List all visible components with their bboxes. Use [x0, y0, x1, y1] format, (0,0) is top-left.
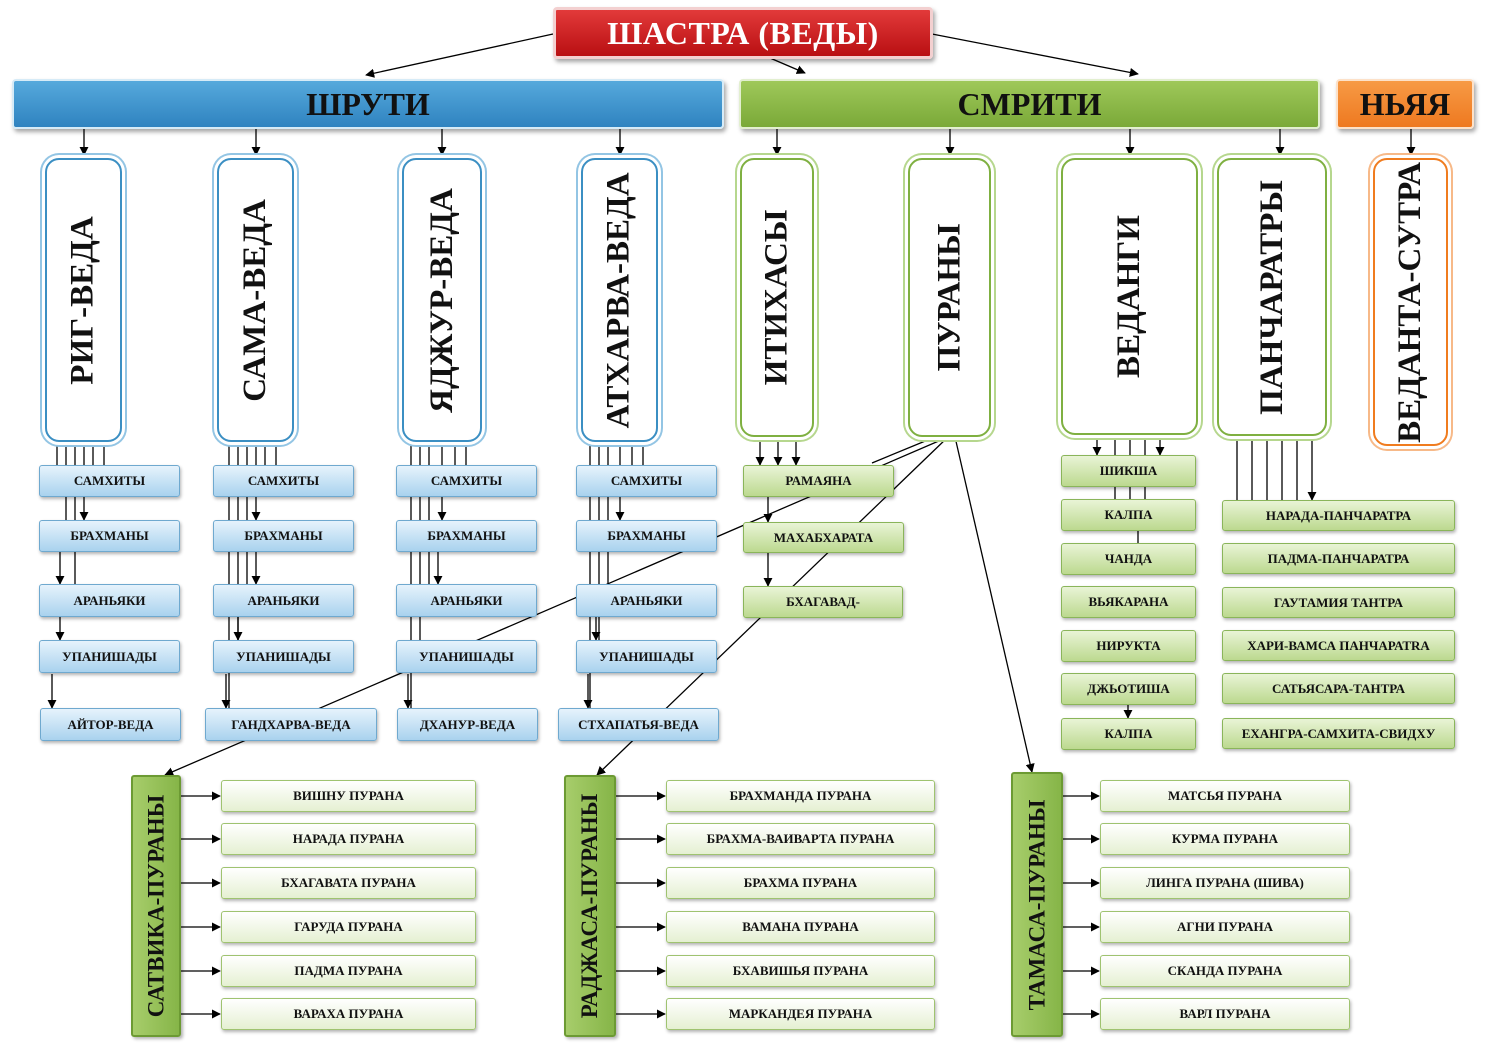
upaveda-sthapatya: СТХАПАТЬЯ-ВЕДА [558, 708, 719, 741]
pancharatra-padma: ПАДМА-ПАНЧАРАТРА [1222, 543, 1455, 574]
purana-rajasa-item: БХАВИШЬЯ ПУРАНА [666, 955, 935, 987]
veda-sama-label: САМА-ВЕДА [237, 198, 274, 402]
tamasa-label: ТАМАСА-ПУРАНЫ [1024, 799, 1049, 1010]
atharva-samhity: САМХИТЫ [576, 465, 717, 497]
veda-atharva: АТХАРВА-ВЕДА [581, 158, 658, 442]
purana-tamasa-item: СКАНДА ПУРАНА [1100, 955, 1350, 987]
pancharatras-label: ПАНЧАРАТРЫ [1253, 179, 1290, 415]
purana-rajasa-item: МАРКАНДЕЯ ПУРАНА [666, 998, 935, 1030]
purana-satvika-item: ПАДМА ПУРАНА [221, 955, 476, 987]
upaveda-gandharva: ГАНДХАРВА-ВЕДА [205, 708, 377, 741]
vedanga-vyakarana: ВЬЯКАРАНА [1061, 586, 1196, 618]
pancharatra-harivamsa: ХАРИ-ВАМСА ПАНЧАРАТRA [1222, 630, 1455, 661]
root-shastra: ШАСТРА (ВЕДЫ) [553, 7, 933, 59]
yajur-brahmany: БРАХМАНЫ [396, 520, 537, 552]
section-smriti: СМРИТИ [739, 79, 1320, 129]
section-shruti: ШРУТИ [12, 79, 724, 129]
vedanga-kalpa: КАЛПА [1061, 499, 1196, 531]
purana-rajasa-item: ВАМАНА ПУРАНА [666, 911, 935, 943]
veda-atharva-label: АТХАРВА-ВЕДА [601, 171, 638, 429]
itihasa-bhagavad: БХАГАВАД- [743, 586, 903, 618]
rajasa-label: РАДЖАСА-ПУРАНЫ [577, 793, 603, 1019]
purana-satvika-item: ВАРАХА ПУРАНА [221, 998, 476, 1030]
vedanga-kalpa-2: КАЛПА [1061, 718, 1196, 750]
yajur-samhity: САМХИТЫ [396, 465, 537, 497]
section-nyaya: НЬЯЯ [1336, 79, 1474, 129]
atharva-brahmany: БРАХМАНЫ [576, 520, 717, 552]
pancharatra-ekhangra: ЕХАНГРА-САМХИТА-СВИДХУ [1222, 718, 1455, 749]
purana-satvika-item: БХАГАВАТА ПУРАНА [221, 867, 476, 899]
rig-upanishady: УПАНИШАДЫ [39, 640, 180, 673]
purana-tamasa-item: ЛИНГА ПУРАНА (ШИВА) [1100, 867, 1350, 899]
upaveda-dhanur: ДХАНУР-ВЕДА [397, 708, 538, 741]
itihasas-label: ИТИХАСЫ [758, 209, 795, 386]
purana-tamasa-item: ВАРЛ ПУРАНА [1100, 998, 1350, 1030]
purana-tamasa-item: КУРМА ПУРАНА [1100, 823, 1350, 855]
veda-rig-label: РИГ-ВЕДА [65, 215, 101, 385]
atharva-upanishady: УПАНИШАДЫ [576, 640, 717, 673]
sama-upanishady: УПАНИШАДЫ [213, 640, 354, 673]
veda-rig: РИГ-ВЕДА [45, 158, 122, 442]
atharva-aranyaki: АРАНЬЯКИ [576, 584, 717, 617]
vedangas-label: ВЕДАНГИ [1111, 215, 1148, 378]
yajur-aranyaki: АРАНЬЯКИ [396, 584, 537, 617]
purana-rajasa-item: БРАХМАНДА ПУРАНА [666, 780, 935, 812]
veda-sama: САМА-ВЕДА [217, 158, 294, 442]
rig-samhity: САМХИТЫ [39, 465, 180, 497]
purana-group-satvika: САТВИКА-ПУРАНЫ [131, 775, 181, 1037]
sama-brahmany: БРАХМАНЫ [213, 520, 354, 552]
smriti-vedangas: ВЕДАНГИ [1061, 158, 1198, 435]
puranas-label: ПУРАНЫ [931, 223, 968, 372]
vedanta-sutra-label: ВЕДАНТА-СУТРА [1392, 161, 1428, 443]
pancharatra-gautamiya: ГАУТАМИЯ ТАНТРА [1222, 587, 1455, 618]
purana-group-tamasa: ТАМАСА-ПУРАНЫ [1011, 772, 1063, 1037]
veda-yajur-label: ЯДЖУР-ВЕДА [423, 187, 460, 413]
purana-satvika-item: НАРАДА ПУРАНА [221, 823, 476, 855]
upaveda-aitor: АЙТОР-ВЕДА [40, 708, 181, 741]
vedanga-nirukta: НИРУКТА [1061, 630, 1196, 662]
itihasa-mahabharata: МАХАБХАРАТА [743, 522, 904, 553]
purana-rajasa-item: БРАХМА ПУРАНА [666, 867, 935, 899]
purana-satvika-item: ВИШНУ ПУРАНА [221, 780, 476, 812]
purana-rajasa-item: БРАХМА-ВАИВАРТА ПУРАНА [666, 823, 935, 855]
purana-tamasa-item: АГНИ ПУРАНА [1100, 911, 1350, 943]
smriti-pancharatras: ПАНЧАРАТРЫ [1217, 158, 1327, 436]
nyaya-vedanta-sutra: ВЕДАНТА-СУТРА [1373, 158, 1448, 446]
smriti-puranas: ПУРАНЫ [908, 158, 991, 437]
pancharatra-narada: НАРАДА-ПАНЧАРАТРА [1222, 500, 1455, 531]
purana-satvika-item: ГАРУДА ПУРАНА [221, 911, 476, 943]
sama-aranyaki: АРАНЬЯКИ [213, 584, 354, 617]
yajur-upanishady: УПАНИШАДЫ [396, 640, 537, 673]
vedanga-shiksha: ШИКША [1061, 455, 1196, 487]
satvika-label: САТВИКА-ПУРАНЫ [143, 794, 169, 1018]
vedanga-jyotisha: ДЖЬОТИША [1061, 673, 1196, 705]
itihasa-ramayana: РАМАЯНА [743, 465, 894, 497]
sama-samhity: САМХИТЫ [213, 465, 354, 497]
pancharatra-satyasara: САТЬЯСАРА-ТАНТРА [1222, 673, 1455, 704]
smriti-itihasas: ИТИХАСЫ [740, 158, 814, 437]
rig-aranyaki: АРАНЬЯКИ [39, 584, 180, 617]
purana-tamasa-item: МАТСЬЯ ПУРАНА [1100, 780, 1350, 812]
veda-yajur: ЯДЖУР-ВЕДА [402, 158, 482, 442]
purana-group-rajasa: РАДЖАСА-ПУРАНЫ [564, 775, 616, 1037]
rig-brahmany: БРАХМАНЫ [39, 520, 180, 552]
vedanga-chanda: ЧАНДА [1061, 543, 1196, 575]
